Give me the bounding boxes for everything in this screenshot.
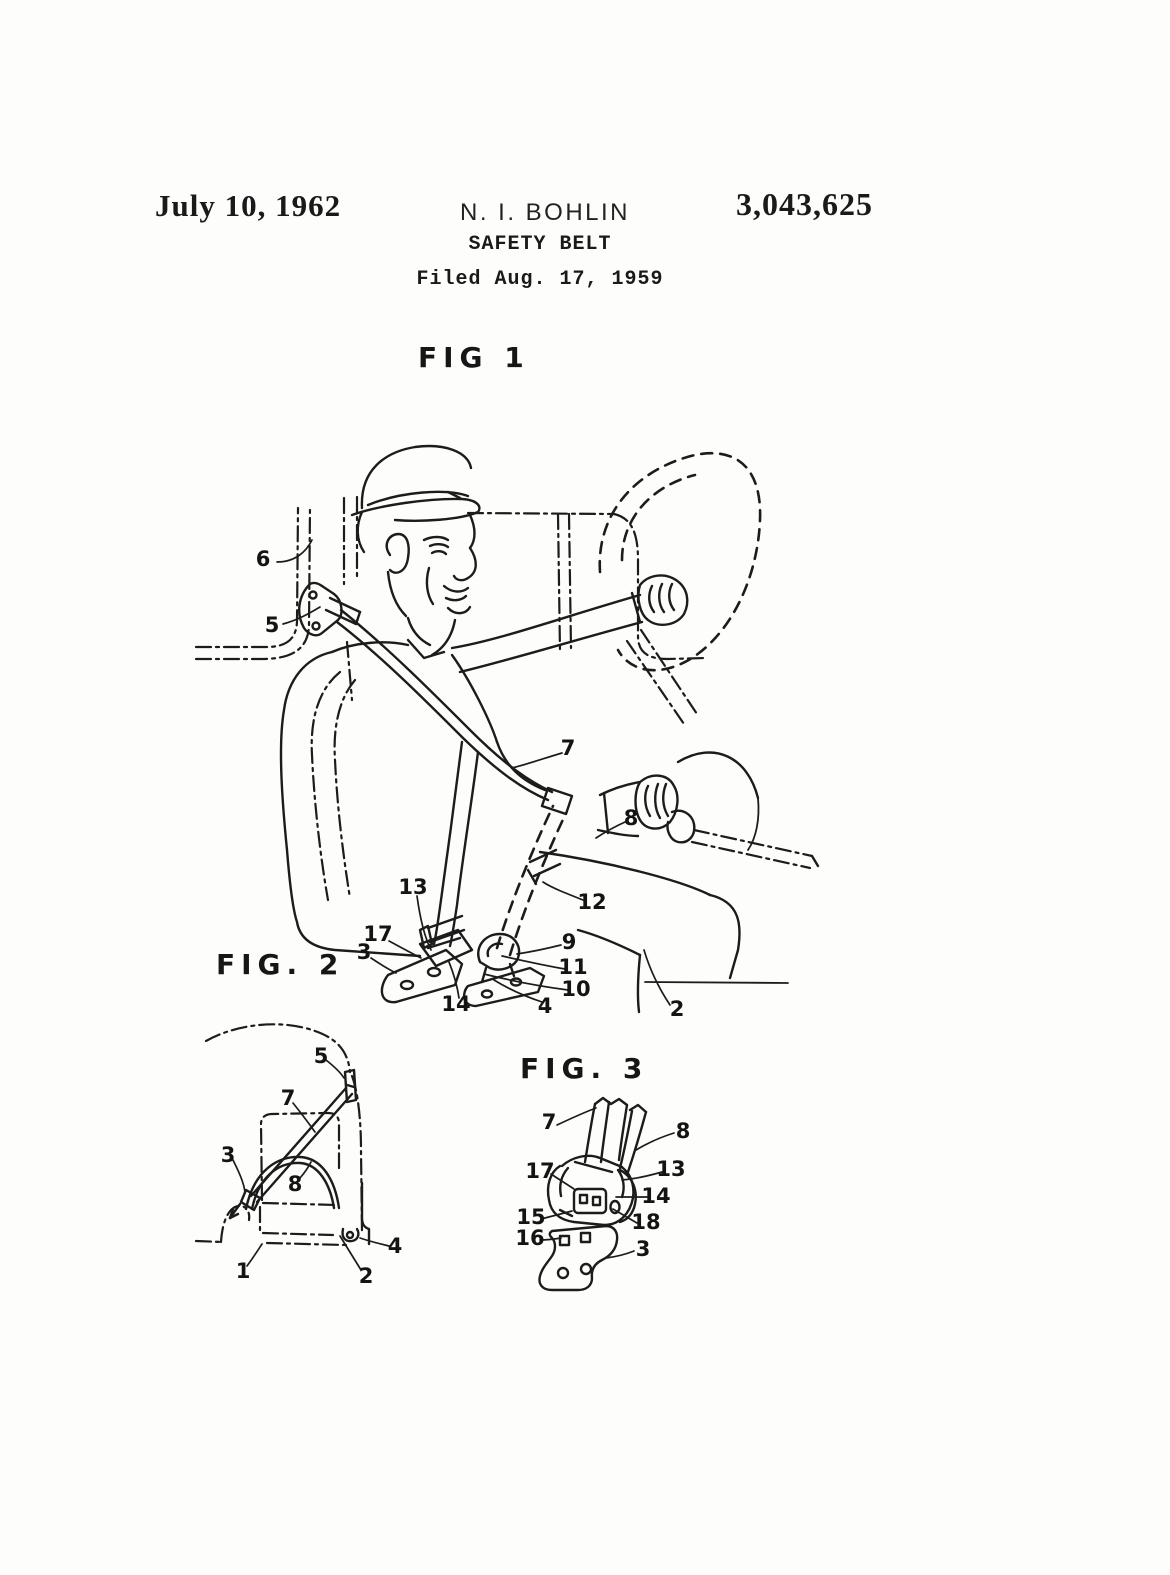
fig3-title: FIG. 3 — [520, 1052, 649, 1085]
ref-numeral-fig3-3: 3 — [635, 1237, 651, 1261]
fig3-drawing — [538, 1096, 675, 1292]
fig3-leader-lines — [539, 1107, 675, 1259]
shoulder-belt — [335, 608, 574, 948]
ref-numeral-fig1-11: 11 — [558, 955, 588, 979]
ref-numeral-fig2-3: 3 — [220, 1143, 236, 1167]
filed-date: Filed Aug. 17, 1959 — [416, 268, 664, 291]
buckle-and-floor-anchors — [380, 914, 546, 1008]
ref-numeral-fig3-17: 17 — [525, 1159, 555, 1183]
fig2-title: FIG. 2 — [216, 948, 345, 981]
ref-numeral-fig2-8: 8 — [287, 1172, 303, 1196]
ref-numeral-fig2-1: 1 — [235, 1259, 251, 1283]
seat — [279, 641, 422, 958]
steering-wheel — [598, 452, 762, 726]
ref-numeral-fig2-5: 5 — [313, 1044, 329, 1068]
ref-numeral-fig3-14: 14 — [641, 1184, 671, 1208]
ref-numeral-fig1-3: 3 — [356, 940, 372, 964]
fig1-drawing — [194, 444, 820, 1014]
ref-numeral-fig3-15: 15 — [516, 1205, 546, 1229]
patent-number: 3,043,625 — [736, 186, 873, 222]
ref-numeral-fig1-7: 7 — [560, 736, 576, 760]
fig2-lower-right-anchor — [341, 1227, 360, 1243]
gear-lever — [666, 809, 820, 870]
fig2-drawing — [194, 1023, 390, 1271]
fig2-seat — [258, 1111, 341, 1233]
ref-numeral-fig3-16: 16 — [515, 1226, 545, 1250]
fig1-leader-lines — [276, 539, 671, 1006]
ref-numeral-fig1-2: 2 — [669, 997, 685, 1021]
fig3-buckle — [546, 1154, 637, 1227]
ref-numeral-fig1-17: 17 — [363, 922, 393, 946]
ref-numeral-fig2-4: 4 — [387, 1234, 403, 1258]
driver-figure — [350, 444, 789, 1014]
ref-numeral-fig1-4: 4 — [537, 994, 553, 1018]
ref-numeral-fig3-7: 7 — [541, 1110, 557, 1134]
ref-numeral-fig1-12: 12 — [577, 890, 607, 914]
fig3-strap-8 — [618, 1103, 648, 1174]
ref-numeral-fig3-18: 18 — [631, 1210, 661, 1234]
ref-numeral-fig1-13: 13 — [398, 875, 428, 899]
fig2-lap-belt-arch — [244, 1155, 341, 1211]
fig1-title: FIG 1 — [418, 341, 530, 374]
ref-numeral-fig1-10: 10 — [561, 977, 591, 1001]
ref-numeral-fig1-9: 9 — [561, 930, 577, 954]
ref-numeral-fig1-8: 8 — [623, 806, 639, 830]
fig2-upper-anchor — [343, 1068, 358, 1104]
fig2-leader-lines — [232, 1059, 390, 1271]
ref-numeral-fig1-5: 5 — [264, 613, 280, 637]
inventor-name: N. I. BOHLIN — [459, 199, 631, 226]
lap-belt — [495, 804, 568, 957]
lap-belt-adjuster — [526, 848, 562, 886]
ref-numeral-fig2-7: 7 — [280, 1086, 296, 1110]
fig2-right-sill — [360, 1181, 371, 1246]
ref-numeral-fig3-13: 13 — [656, 1157, 686, 1181]
ref-numeral-fig3-8: 8 — [675, 1119, 691, 1143]
ref-numeral-fig1-14: 14 — [441, 992, 471, 1016]
car-window-frame — [194, 495, 708, 702]
issue-date: July 10, 1962 — [155, 188, 342, 223]
fig3-floor-bracket — [538, 1224, 619, 1292]
ref-numeral-fig1-6: 6 — [255, 547, 271, 571]
fig2-lower-left-fitting — [228, 1188, 262, 1220]
ref-numeral-fig2-2: 2 — [358, 1264, 374, 1288]
invention-title: SAFETY BELT — [468, 233, 612, 256]
